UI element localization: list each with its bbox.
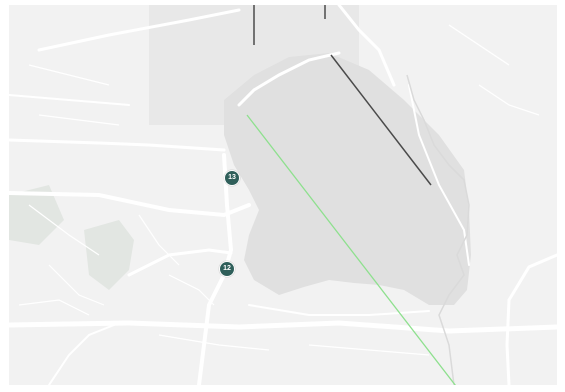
map-view[interactable]: 13 12 — [9, 5, 557, 385]
park-area — [84, 220, 134, 290]
road — [37, 8, 241, 52]
park-area-west — [9, 185, 64, 245]
road — [48, 322, 120, 385]
minor-streets — [18, 24, 540, 356]
road — [9, 191, 251, 218]
map-canvas — [9, 5, 557, 385]
map-marker-13[interactable]: 13 — [224, 170, 240, 186]
runway-lines — [253, 5, 432, 186]
road — [505, 253, 557, 385]
river — [406, 74, 470, 385]
runway — [330, 54, 432, 186]
road — [9, 94, 130, 106]
road — [337, 5, 396, 87]
road — [237, 51, 341, 107]
road — [408, 84, 470, 266]
map-marker-12[interactable]: 12 — [219, 261, 235, 277]
road — [9, 138, 226, 152]
road — [127, 248, 233, 277]
road — [9, 320, 557, 334]
route-line — [246, 114, 456, 385]
